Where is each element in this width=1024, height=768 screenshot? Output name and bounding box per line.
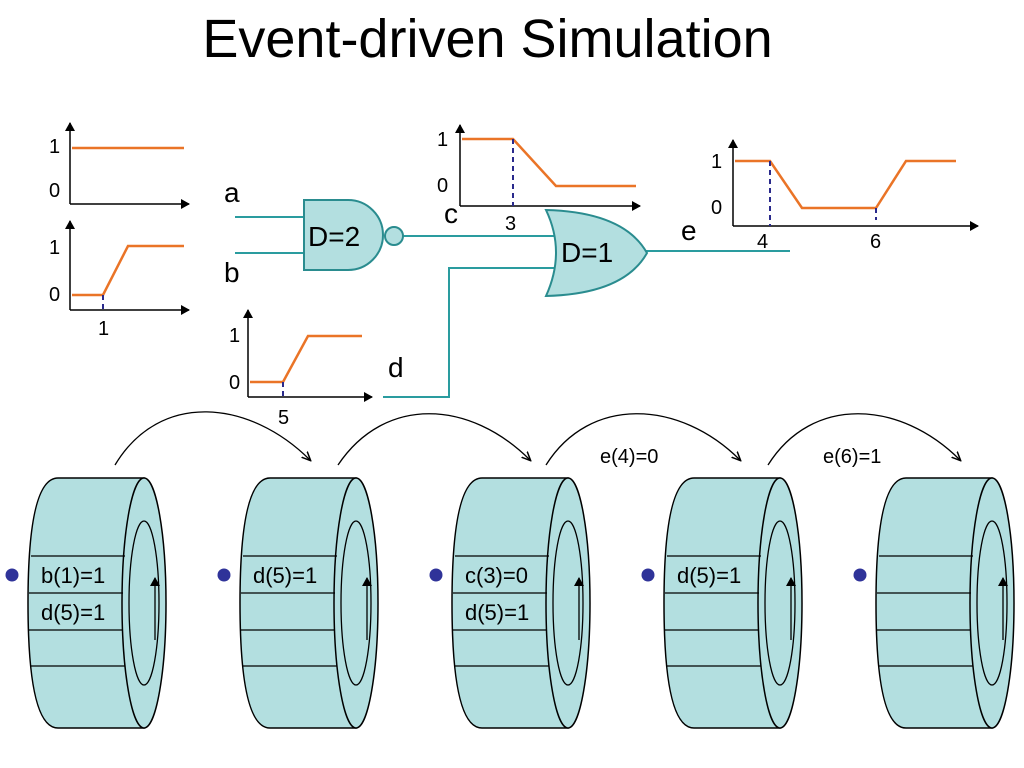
signal-label-c: c xyxy=(444,198,458,229)
signal-label-e: e xyxy=(681,215,697,246)
waveform-c-y1: 1 xyxy=(437,129,448,151)
waveform-d-y0: 0 xyxy=(229,372,240,394)
queue-1-event-1: b(1)=1 xyxy=(41,563,105,588)
or-gate xyxy=(544,208,649,298)
queue-pointer-icon xyxy=(5,568,19,582)
nand-gate-label: D=2 xyxy=(308,221,360,252)
waveform-b-tick: 1 xyxy=(98,318,109,340)
waveform-d-y1: 1 xyxy=(229,325,240,347)
waveform-d-tick: 5 xyxy=(278,407,289,429)
transition-arcs: e(4)=0 e(6)=1 xyxy=(114,411,960,468)
queue-pointer-icon xyxy=(429,568,443,582)
transition-arrow-1 xyxy=(114,411,310,466)
waveform-e-y1: 1 xyxy=(711,151,722,173)
event-queue-4: d(5)=1 xyxy=(641,477,803,729)
queue-2-event-1: d(5)=1 xyxy=(253,563,317,588)
waveform-b-y1: 1 xyxy=(49,237,60,259)
transition-label-3: e(4)=0 xyxy=(600,446,658,468)
circuit: D=2 D=1 a b c d e xyxy=(224,177,790,398)
waveform-c-y0: 0 xyxy=(437,175,448,197)
waveform-a-y0: 0 xyxy=(49,180,60,202)
signal-label-d: d xyxy=(388,352,404,383)
waveform-b-y0: 0 xyxy=(49,284,60,306)
queue-1-event-2: d(5)=1 xyxy=(41,600,105,625)
event-queue-3: c(3)=0 d(5)=1 xyxy=(429,477,591,729)
or-gate-label: D=1 xyxy=(561,237,613,268)
queue-3-event-2: d(5)=1 xyxy=(465,600,529,625)
waveform-e-tick-1: 4 xyxy=(757,231,768,253)
event-queue-2: d(5)=1 xyxy=(217,477,379,729)
waveform-b: 1 0 1 xyxy=(49,220,190,340)
queue-4-event-1: d(5)=1 xyxy=(677,563,741,588)
waveform-e-y0: 0 xyxy=(711,197,722,219)
nand-bubble xyxy=(384,226,404,246)
event-queue-1: b(1)=1 d(5)=1 xyxy=(5,477,167,729)
waveform-c-tick: 3 xyxy=(505,213,516,235)
waveform-e-tick-2: 6 xyxy=(870,231,881,253)
queue-3-event-1: c(3)=0 xyxy=(465,563,528,588)
waveform-d: 1 0 5 xyxy=(229,309,373,429)
waveform-e: 1 0 4 6 xyxy=(711,139,979,253)
page-title: Event-driven Simulation xyxy=(202,9,773,69)
event-queue-5 xyxy=(853,477,1015,729)
waveform-c: 1 0 3 xyxy=(437,124,641,235)
wire-d xyxy=(383,267,562,398)
waveform-a-y1: 1 xyxy=(49,136,60,158)
queue-pointer-icon xyxy=(641,568,655,582)
signal-label-b: b xyxy=(224,257,240,288)
transition-arrow-3 xyxy=(545,413,740,466)
transition-label-4: e(6)=1 xyxy=(823,446,881,468)
signal-label-a: a xyxy=(224,177,240,208)
waveform-a: 1 0 xyxy=(49,122,190,209)
queue-pointer-icon xyxy=(217,568,231,582)
queue-pointer-icon xyxy=(853,568,867,582)
transition-arrow-4 xyxy=(767,413,960,466)
nand-gate xyxy=(303,199,384,271)
transition-arrow-2 xyxy=(337,413,530,466)
